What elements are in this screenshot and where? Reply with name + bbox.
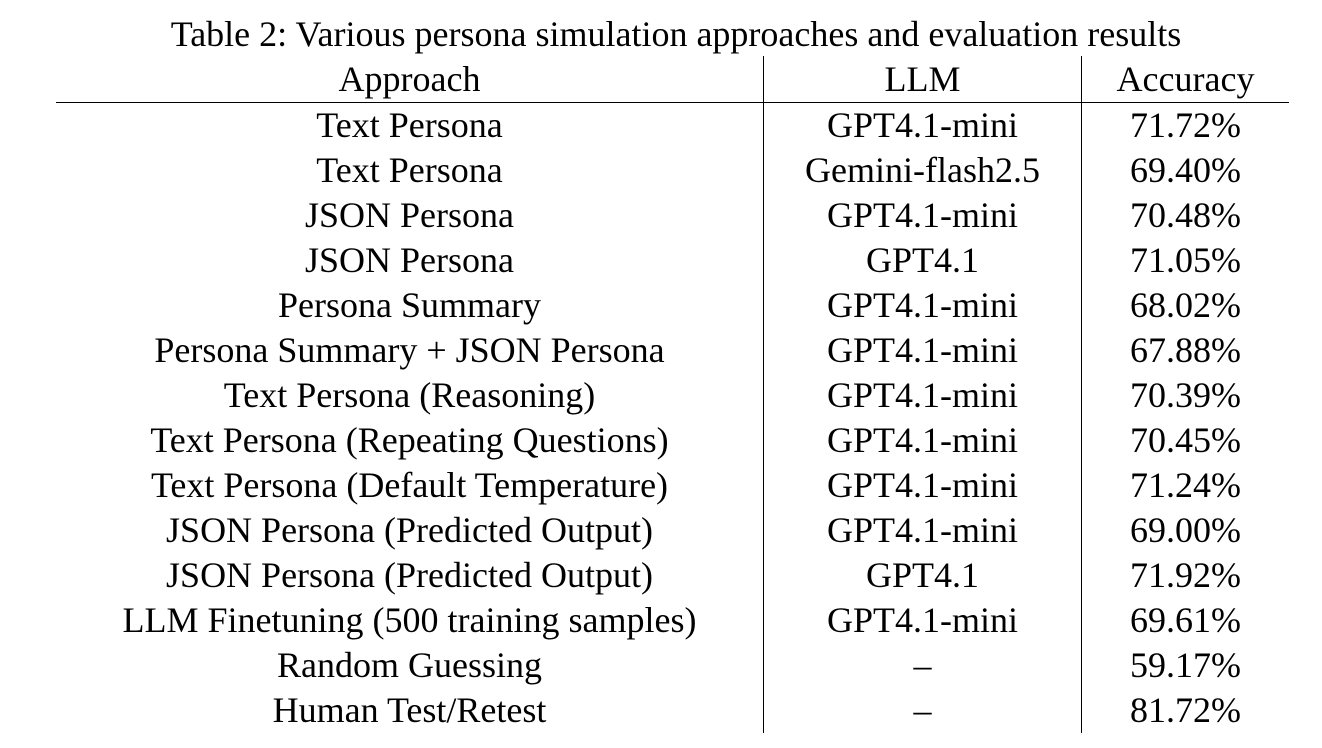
cell-approach: Text Persona (Reasoning) [56,373,764,418]
table-row: Text Persona GPT4.1-mini 71.72% [56,103,1289,148]
cell-accuracy: 71.24% [1130,465,1241,505]
cell-approach: Persona Summary [56,283,764,328]
cell-approach: Text Persona (Default Temperature) [56,463,764,508]
cell-accuracy: 69.00% [1130,510,1241,550]
cell-llm: GPT4.1-mini [764,373,1082,418]
cell-accuracy: 67.88% [1130,330,1241,370]
cell-llm: Gemini-flash2.5 [764,148,1082,193]
cell-llm: GPT4.1-mini [764,283,1082,328]
cell-llm: – [764,643,1082,688]
cell-approach: Human Test/Retest [56,688,764,733]
cell-accuracy: 71.05% [1130,240,1241,280]
table-row: Human Test/Retest – 81.72% [56,688,1289,733]
cell-approach: Text Persona (Repeating Questions) [56,418,764,463]
cell-approach: Text Persona [56,148,764,193]
cell-accuracy: 70.48% [1130,195,1241,235]
table-row: Text Persona (Reasoning) GPT4.1-mini 70.… [56,373,1289,418]
cell-approach: JSON Persona [56,193,764,238]
header-accuracy: Accuracy [1116,59,1255,99]
table-header-row: Approach LLM Accuracy [56,56,1289,103]
cell-llm: GPT4.1-mini [764,193,1082,238]
cell-accuracy: 71.72% [1130,105,1241,145]
table-row: JSON Persona (Predicted Output) GPT4.1-m… [56,508,1289,553]
cell-approach: Persona Summary + JSON Persona [56,328,764,373]
cell-accuracy: 70.39% [1130,375,1241,415]
cell-llm: GPT4.1-mini [764,598,1082,643]
cell-llm: GPT4.1-mini [764,508,1082,553]
cell-accuracy: 69.61% [1130,600,1241,640]
cell-llm: GPT4.1-mini [764,103,1082,148]
cell-accuracy: 81.72% [1130,690,1241,730]
cell-accuracy: 70.45% [1130,420,1241,460]
table-row: Random Guessing – 59.17% [56,643,1289,688]
cell-accuracy: 68.02% [1130,285,1241,325]
cell-approach: JSON Persona [56,238,764,283]
table-row: JSON Persona GPT4.1 71.05% [56,238,1289,283]
header-approach: Approach [56,56,764,102]
cell-llm: GPT4.1-mini [764,328,1082,373]
results-table: Approach LLM Accuracy Text Persona GPT4.… [56,56,1289,733]
cell-approach: LLM Finetuning (500 training samples) [56,598,764,643]
cell-llm: GPT4.1 [764,238,1082,283]
table-row: Text Persona (Default Temperature) GPT4.… [56,463,1289,508]
table-row: Persona Summary + JSON Persona GPT4.1-mi… [56,328,1289,373]
cell-approach: JSON Persona (Predicted Output) [56,553,764,598]
table-row: JSON Persona GPT4.1-mini 70.48% [56,193,1289,238]
cell-llm: GPT4.1-mini [764,418,1082,463]
table-row: Text Persona (Repeating Questions) GPT4.… [56,418,1289,463]
table-caption: Table 2: Various persona simulation appr… [170,14,1182,54]
table-row: Persona Summary GPT4.1-mini 68.02% [56,283,1289,328]
cell-llm: GPT4.1 [764,553,1082,598]
cell-approach: Text Persona [56,103,764,148]
header-llm: LLM [764,56,1082,102]
table-row: JSON Persona (Predicted Output) GPT4.1 7… [56,553,1289,598]
table-row: LLM Finetuning (500 training samples) GP… [56,598,1289,643]
cell-approach: Random Guessing [56,643,764,688]
cell-approach: JSON Persona (Predicted Output) [56,508,764,553]
table-body: Text Persona GPT4.1-mini 71.72% Text Per… [56,103,1289,733]
cell-accuracy: 69.40% [1130,150,1241,190]
cell-llm: – [764,688,1082,733]
cell-llm: GPT4.1-mini [764,463,1082,508]
cell-accuracy: 59.17% [1130,645,1241,685]
cell-accuracy: 71.92% [1130,555,1241,595]
table-row: Text Persona Gemini-flash2.5 69.40% [56,148,1289,193]
